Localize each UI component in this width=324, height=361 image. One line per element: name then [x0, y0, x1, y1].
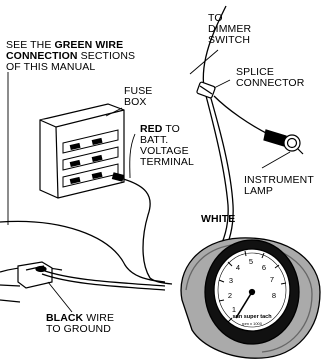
label-splice-connector: SPLICE CONNECTOR — [236, 66, 305, 89]
black-wire — [41, 269, 166, 287]
dial-number: 3 — [229, 276, 233, 285]
dial-number: 2 — [228, 291, 232, 300]
dial-number: 7 — [270, 275, 274, 284]
instrument-lamp — [263, 129, 304, 155]
label-white-wire: WHITE — [201, 213, 236, 225]
dial-number: 4 — [236, 263, 240, 272]
dial-number: 5 — [249, 257, 253, 266]
tach-dial-numbers: 1 2 3 4 5 6 7 8 — [228, 257, 276, 314]
label-fuse-box: FUSE BOX — [124, 85, 153, 108]
label-instrument-lamp: INSTRUMENT LAMP — [244, 174, 314, 197]
label-to-dimmer: TO DIMMER SWITCH — [208, 12, 252, 46]
green-wire — [0, 220, 166, 283]
dial-number: 8 — [272, 291, 276, 300]
red-wire — [119, 177, 173, 285]
tach-brand: sun super tach — [232, 314, 272, 320]
splice-connector — [196, 81, 216, 99]
dial-number: 1 — [232, 305, 236, 314]
label-green-wire-note: SEE THE GREEN WIRE CONNECTION SECTIONS O… — [6, 39, 136, 73]
tach-subtitle: rpm x 1000 — [242, 321, 263, 326]
ground-lug — [17, 261, 53, 289]
dial-number: 6 — [262, 263, 266, 272]
label-red-wire: RED TO BATT. VOLTAGE TERMINAL — [140, 123, 194, 168]
leader-lines — [7, 49, 291, 313]
fuse-box — [39, 103, 125, 199]
tach-body — [180, 237, 321, 359]
red-connector — [111, 172, 125, 182]
label-black-wire: BLACK WIRE TO GROUND — [46, 312, 115, 335]
